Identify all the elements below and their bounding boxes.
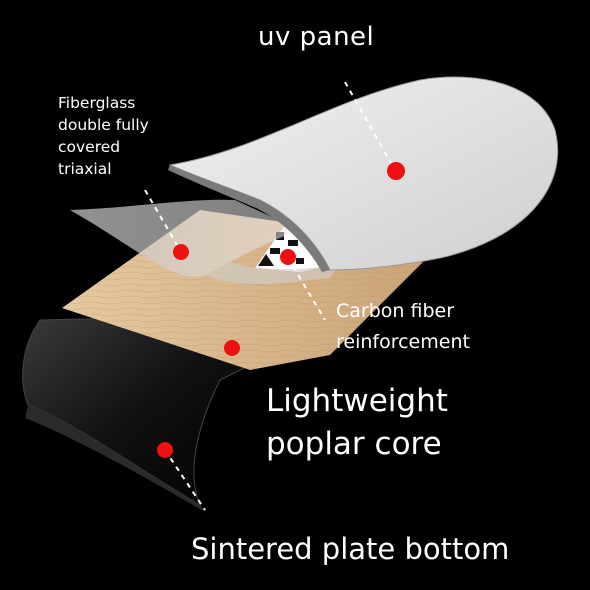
- uv-panel-marker-dot: [387, 162, 405, 180]
- poplar-core-marker-dot: [224, 340, 240, 356]
- fiberglass-leader-line: [144, 189, 181, 251]
- sintered-base-layer: [22, 317, 252, 512]
- sintered-bottom-label: Sintered plate bottom: [191, 532, 510, 566]
- uv-panel-layer: [168, 76, 559, 272]
- fiberglass-label-line: Fiberglass: [58, 94, 136, 112]
- poplar-core-label-line: Lightweight: [266, 383, 448, 419]
- sintered-base-marker-dot: [157, 442, 173, 458]
- carbon-fiber-label: Carbon fiber reinforcement: [336, 296, 496, 358]
- poplar-core-label-line: poplar core: [266, 426, 442, 462]
- fiberglass-layer: [70, 199, 340, 284]
- carbon-fiber-label-line: reinforcement: [336, 331, 470, 353]
- fiberglass-label: Fiberglass double fully covered triaxial: [58, 92, 178, 180]
- uv-panel-label: uv panel: [258, 22, 375, 52]
- sintered-base-leader-line: [164, 449, 206, 511]
- carbon-fiber-label-line: Carbon fiber: [336, 300, 455, 322]
- carbon-fiber-leader-line: [287, 257, 326, 321]
- fiberglass-label-line: covered: [58, 138, 121, 156]
- poplar-core-label: Lightweight poplar core: [266, 380, 486, 466]
- uv-panel-leader-line: [344, 81, 396, 171]
- fiberglass-marker-dot: [173, 244, 189, 260]
- fiberglass-label-line: double fully: [58, 116, 149, 134]
- carbon-fiber-marker-dot: [280, 249, 296, 265]
- fiberglass-label-line: triaxial: [58, 160, 112, 178]
